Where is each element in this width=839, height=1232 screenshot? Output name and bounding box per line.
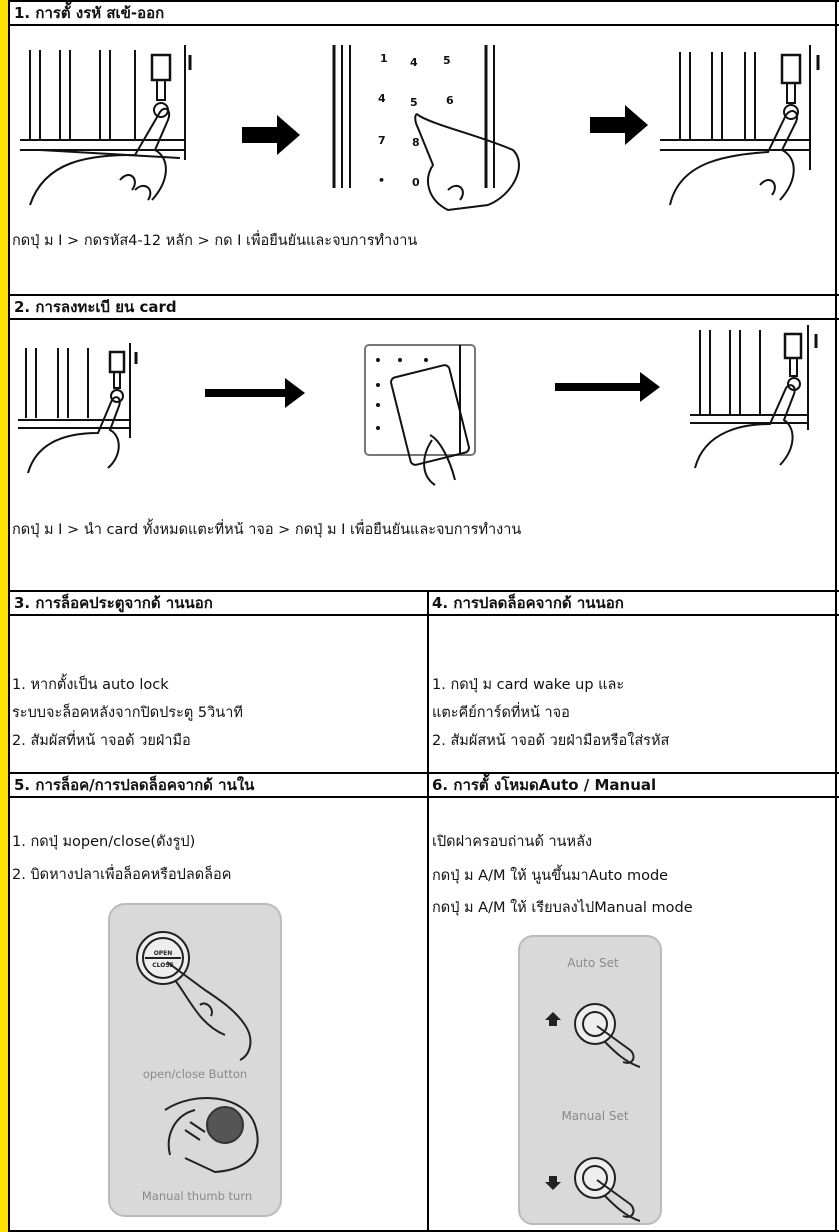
up-arrow-icon-stem: [549, 1020, 557, 1026]
door-confirm-illustration: [650, 40, 835, 215]
open-close-panel-illustration: OPEN CLOSE open/close Button Manual thum…: [105, 900, 285, 1220]
rule: [10, 24, 839, 26]
rule: [10, 294, 839, 296]
section-6-line: กดปุ่ ม A/M ให้ นูนขึ้นมาAuto mode: [432, 868, 669, 884]
keypad-entry-illustration: 1 4 5 4 5 6 7 8 • 0: [328, 40, 538, 220]
instruction-sheet: 1. การตั้ งรหั สเข้-ออก: [8, 0, 839, 1232]
manual-set-label: Manual Set: [561, 1109, 628, 1123]
rule: [10, 590, 839, 592]
section-2-heading: 2. การลงทะเบี ยน card: [14, 298, 177, 316]
section-6-heading: 6. การตั้ งโหมดAuto / Manual: [432, 776, 657, 794]
door-press-illustration: [18, 338, 168, 478]
column-divider: [427, 590, 429, 1232]
section-4-line: แตะคีย์การ์ดที่หน้ าจอ: [432, 705, 570, 721]
button-bottom-text: CLOSE: [152, 962, 174, 969]
keypad-digit: 6: [446, 94, 454, 107]
rule: [10, 318, 839, 320]
auto-set-label: Auto Set: [567, 956, 619, 970]
section-4-line: 2. สัมผัสหน้ าจอด้ วยฝ่ามือหรือใส่รหัส: [432, 733, 670, 749]
rule: [10, 796, 839, 798]
down-arrow-icon-stem: [549, 1176, 557, 1182]
section-3-line: 1. หากตั้งเป็น auto lock: [12, 677, 169, 693]
down-arrow-icon: [545, 1182, 561, 1190]
keypad-digit: •: [378, 174, 385, 187]
rule: [10, 0, 839, 2]
keypad-digit: 5: [410, 96, 418, 109]
section-6-line: กดปุ่ ม A/M ให้ เรียบลงไปManual mode: [432, 900, 693, 916]
section-1-instruction: กดปุ่ ม I > กดรหัส4-12 หลัก > กด I เพื่อ…: [12, 233, 418, 249]
section-5-heading: 5. การล็อค/การปลดล็อคจากด้ านใน: [14, 776, 255, 794]
arrow-right-icon: [242, 115, 302, 155]
button-top-text: OPEN: [154, 950, 173, 957]
arrow-right-icon: [555, 372, 660, 402]
door-confirm-illustration: [670, 320, 835, 470]
margin-accent-line: [0, 0, 8, 1232]
keypad-digit: 7: [378, 134, 386, 147]
section-3-heading: 3. การล็อคประตูจากด้ านนอก: [14, 594, 213, 612]
keypad-digit: 4: [410, 56, 418, 69]
keypad-digit: 1: [380, 52, 388, 65]
section-5-line: 1. กดปุ่ มopen/close(ดังรูป): [12, 834, 196, 850]
door-press-illustration: [20, 40, 210, 215]
panel-caption: Manual thumb turn: [142, 1189, 252, 1203]
rule: [10, 1230, 839, 1232]
keypad-digit: 8: [412, 136, 420, 149]
section-4-heading: 4. การปลดล็อคจากด้ านนอก: [432, 594, 624, 612]
keypad-digit: 0: [412, 176, 420, 189]
panel-caption: open/close Button: [143, 1067, 247, 1081]
section-2-instruction: กดปุ่ ม I > นำ card ทั้งหมดแตะที่หน้ าจอ…: [12, 522, 522, 538]
panel-background: [108, 903, 282, 1217]
section-3-line: 2. สัมผัสที่หน้ าจอด้ วยฝ่ามือ: [12, 733, 191, 749]
keypad-digit: 5: [443, 54, 451, 67]
panel-background: [518, 935, 662, 1225]
arrow-right-icon: [205, 378, 305, 408]
section-4-line: 1. กดปุ่ ม card wake up และ: [432, 677, 625, 693]
keypad-digit: 4: [378, 92, 386, 105]
section-3-line: ระบบจะล็อคหลังจากปิดประตู 5วินาที: [12, 705, 243, 721]
arrow-right-icon: [590, 105, 650, 145]
section-5-line: 2. บิดหางปลาเพื่อล็อคหรือปลดล็อค: [12, 867, 232, 883]
section-6-line: เปิดฝาครอบถ่านด้ านหลัง: [432, 834, 593, 850]
card-tap-illustration: [360, 340, 490, 490]
rule: [10, 772, 839, 774]
section-1-heading: 1. การตั้ งรหั สเข้-ออก: [14, 4, 165, 22]
rule: [10, 614, 839, 616]
auto-manual-panel-illustration: Auto Set Manual Set: [515, 932, 665, 1228]
up-arrow-icon: [545, 1012, 561, 1020]
